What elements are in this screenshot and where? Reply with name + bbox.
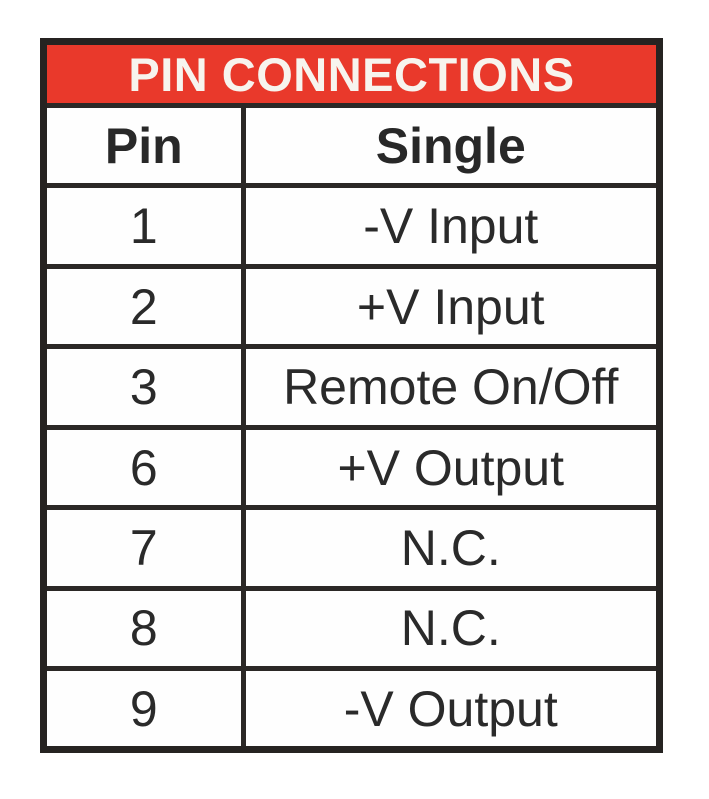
pin-function: Remote On/Off bbox=[240, 344, 656, 430]
table-row: 9 -V Output bbox=[47, 666, 656, 746]
table-row: 8 N.C. bbox=[47, 585, 656, 672]
pin-connections-table-frame: PIN CONNECTIONS Pin Single 1 -V Input 2 … bbox=[40, 38, 663, 753]
pin-number: 6 bbox=[47, 424, 246, 511]
pin-number: 8 bbox=[47, 585, 246, 672]
pin-function: N.C. bbox=[240, 585, 656, 672]
pin-number: 2 bbox=[47, 263, 246, 350]
table-title: PIN CONNECTIONS bbox=[47, 45, 656, 108]
pin-number: 1 bbox=[47, 183, 246, 269]
column-header-pin: Pin bbox=[47, 102, 246, 189]
pin-connections-table: PIN CONNECTIONS Pin Single 1 -V Input 2 … bbox=[47, 45, 656, 746]
pin-number: 7 bbox=[47, 505, 246, 591]
pin-function: +V Output bbox=[240, 424, 656, 511]
table-row: 7 N.C. bbox=[47, 505, 656, 591]
pin-function: +V Input bbox=[240, 263, 656, 350]
header-row: Pin Single bbox=[47, 102, 656, 189]
table-row: 2 +V Input bbox=[47, 263, 656, 350]
pin-number: 9 bbox=[47, 666, 246, 746]
table-row: 3 Remote On/Off bbox=[47, 344, 656, 430]
table-row: 1 -V Input bbox=[47, 183, 656, 269]
pin-function: -V Output bbox=[240, 666, 656, 746]
pin-number: 3 bbox=[47, 344, 246, 430]
table-row: 6 +V Output bbox=[47, 424, 656, 511]
title-row: PIN CONNECTIONS bbox=[47, 45, 656, 108]
pin-function: -V Input bbox=[240, 183, 656, 269]
column-header-single: Single bbox=[240, 102, 656, 189]
pin-function: N.C. bbox=[240, 505, 656, 591]
